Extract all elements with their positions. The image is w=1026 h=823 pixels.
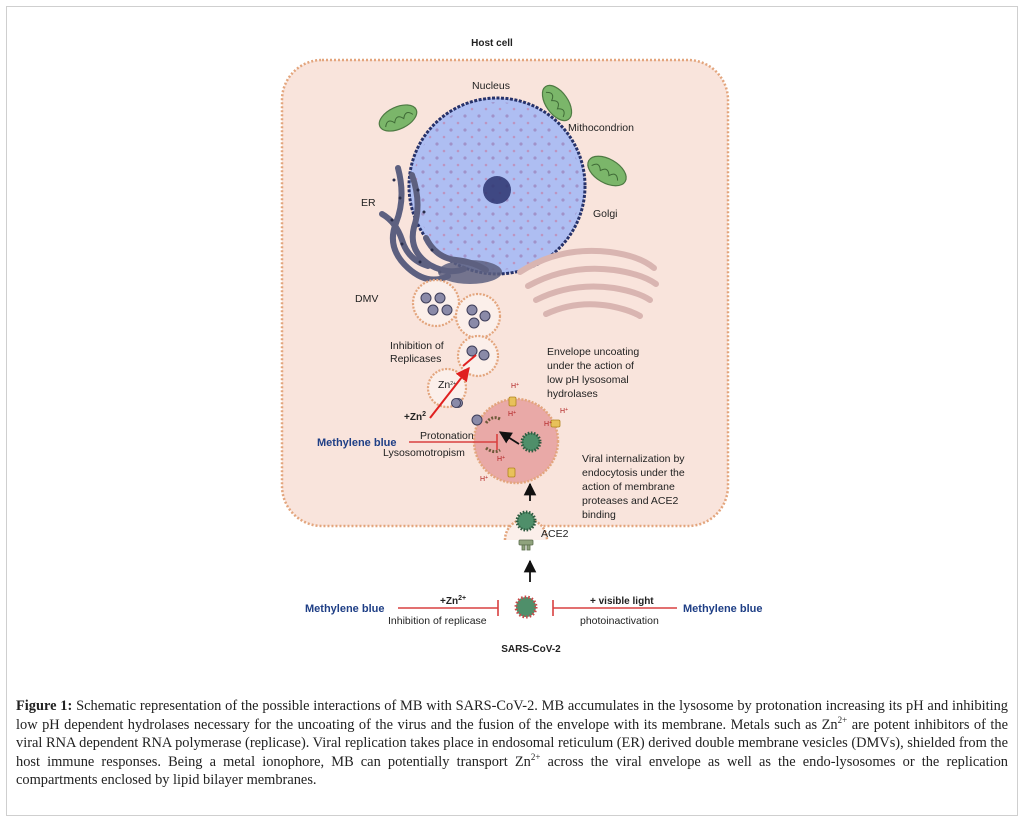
uncoating-arrow <box>498 431 520 445</box>
ace2-label: ACE2 <box>541 528 569 540</box>
host-cell-title: Host cell <box>471 38 513 49</box>
virus-entering <box>515 510 537 532</box>
envelope-label-3: low pH lysosomal <box>547 374 629 386</box>
inhibition-replicases-label-1: Inhibition of <box>390 340 444 352</box>
zn-bottom-label: +Zn2+ <box>440 595 466 607</box>
figure-frame <box>6 6 1018 816</box>
nucleolus <box>483 176 511 204</box>
golgi-apparatus <box>517 247 659 319</box>
nucleus-label: Nucleus <box>472 80 510 92</box>
envelope-label-4: hydrolases <box>547 388 598 400</box>
uncoating-envelope-fragments <box>484 416 501 454</box>
proton-pumps <box>507 396 561 478</box>
methylene-blue-inner-label: Methylene blue <box>317 437 396 449</box>
caption-sup-1: 2+ <box>837 714 848 725</box>
figure-label: Figure 1: <box>16 698 73 714</box>
caption-text-3: across the viral envelope as well as the… <box>16 753 1008 789</box>
viral-internalization-3: action of membrane <box>582 481 675 493</box>
h-plus-labels: H+ H+ H+ H+ H+ H+ <box>480 382 568 483</box>
sars-cov-2-label: SARS-CoV-2 <box>501 644 561 655</box>
virus-particle-free <box>451 398 461 408</box>
svg-text:H+: H+ <box>511 382 519 390</box>
lysosomotropism-label: Lysosomotropism <box>383 447 465 459</box>
envelope-label-1: Envelope uncoating <box>547 346 639 358</box>
caption-sup-2: 2+ <box>530 751 541 762</box>
svg-text:H+: H+ <box>497 455 505 463</box>
caption-text-2: are potent inhibitors of the viral RNA d… <box>16 716 1008 770</box>
mitochondrion-3 <box>587 155 627 187</box>
figure-caption: Figure 1: Schematic representation of th… <box>16 697 1008 790</box>
svg-text:H+: H+ <box>560 407 568 415</box>
viral-internalization-5: binding <box>582 509 616 521</box>
inhibition-replicases-label-2: Replicases <box>390 353 441 365</box>
svg-text:H+: H+ <box>508 410 516 418</box>
dmv-vesicles <box>411 278 502 409</box>
methylene-blue-right-label: Methylene blue <box>683 603 762 615</box>
visible-light-label: + visible light <box>590 596 654 607</box>
caption-text-1: Schematic representation of the possible… <box>16 698 1008 733</box>
methylene-blue-left-label: Methylene blue <box>305 603 384 615</box>
viral-internalization-1: Viral internalization by <box>582 453 685 465</box>
mitochondrion-2 <box>541 84 573 122</box>
er-ribosomes <box>390 178 442 274</box>
protonation-label: Protonation <box>420 430 474 442</box>
ace2-receptor <box>518 539 534 551</box>
envelope-label-2: under the action of <box>547 360 634 372</box>
sars-cov-2-virion <box>514 595 538 619</box>
er-label: ER <box>361 197 376 209</box>
inhibition-replicase-label: Inhibition of replicase <box>388 615 487 627</box>
mitochondrion-label: Mithocondrion <box>568 122 634 134</box>
zn-vesicle-label: Zn2+ <box>438 379 456 391</box>
dmv-label: DMV <box>355 293 378 305</box>
svg-text:H+: H+ <box>480 475 488 483</box>
schematic-diagram: Host cell Nucleus Mithocondrion ER Golgi <box>280 38 762 655</box>
viral-internalization-4: proteases and ACE2 <box>582 495 678 507</box>
virus-in-lysosome <box>520 431 542 453</box>
photoinactivation-label: photoinactivation <box>580 615 659 627</box>
inhibition-bar-replicases <box>462 354 477 367</box>
lysosome <box>472 397 560 485</box>
mitochondrion-1 <box>378 104 418 132</box>
virus-particle-fragment <box>471 414 483 426</box>
er-cluster <box>438 260 502 284</box>
virus-particles-dmv <box>420 292 491 408</box>
golgi-label: Golgi <box>593 208 618 220</box>
viral-internalization-2: endocytosis under the <box>582 467 685 479</box>
zn-transport-arrow <box>429 366 470 419</box>
svg-text:H+: H+ <box>544 420 552 428</box>
zn-inner-label: +Zn2 <box>404 411 426 423</box>
